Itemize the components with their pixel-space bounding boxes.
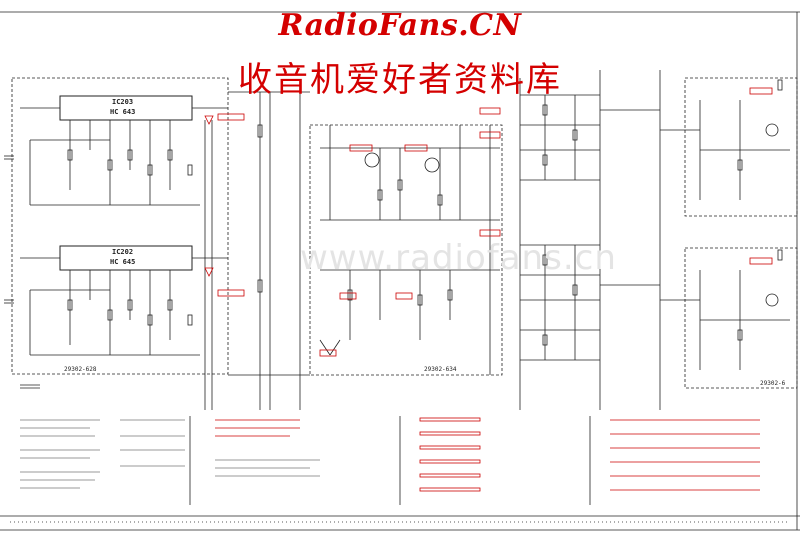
ic-upper-type: HC 643 xyxy=(110,108,136,116)
ic-upper-ref: IC203 xyxy=(112,98,134,106)
ic-lower-ref: IC202 xyxy=(112,248,134,256)
watermark-subtitle: 收音机爱好者资料库 xyxy=(238,60,562,100)
board-label-left: 29302-628 xyxy=(64,366,97,373)
watermark-ghost: www.radiofans.cn xyxy=(300,238,617,278)
board-label-center: 29302-634 xyxy=(424,366,457,373)
ic-lower-type: HC 645 xyxy=(110,258,136,266)
watermark-title: RadioFans.CN xyxy=(278,8,522,43)
board-label-right: 29302-6 xyxy=(760,380,786,387)
